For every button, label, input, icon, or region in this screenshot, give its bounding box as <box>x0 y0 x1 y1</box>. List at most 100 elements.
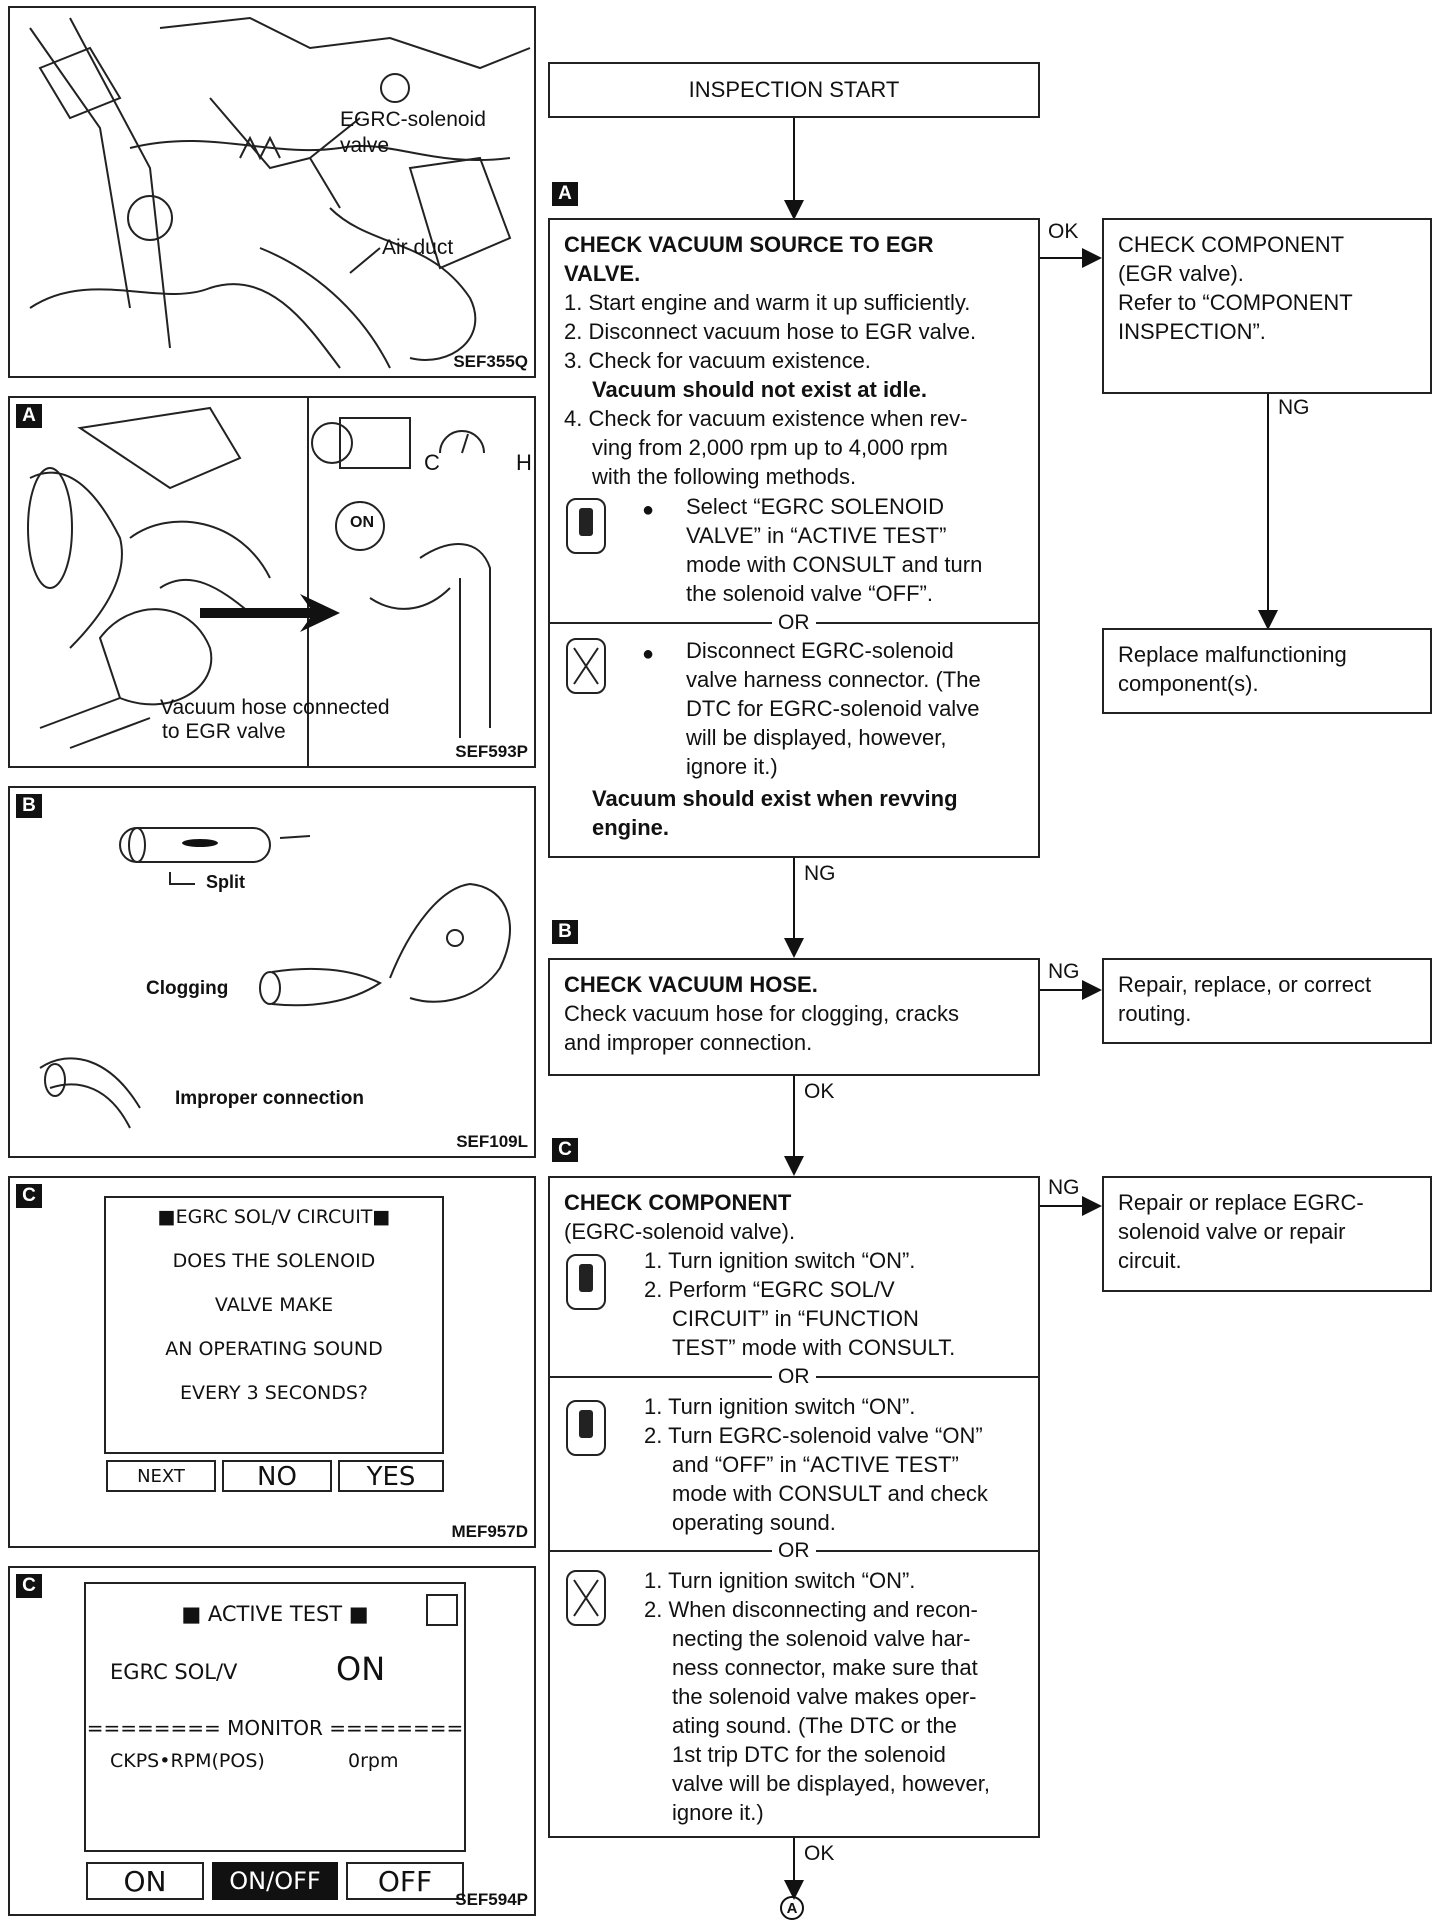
or-label: OR <box>772 1362 816 1391</box>
step-tag-c: C <box>16 1574 42 1598</box>
onoff-button[interactable]: ON/OFF <box>212 1862 338 1900</box>
step-a-item: 1. Start engine and warm it up sufficien… <box>564 290 971 315</box>
no-button[interactable]: NO <box>222 1460 332 1492</box>
method3-step: ignore it.) <box>672 1800 764 1825</box>
figure-code: SEF355Q <box>453 352 528 371</box>
step-b-title: CHECK VACUUM HOSE. <box>564 972 818 997</box>
screen-title: ACTIVE TEST <box>207 1602 343 1626</box>
connector-a-circle: A <box>780 1896 804 1920</box>
yes-button[interactable]: YES <box>338 1460 444 1492</box>
step-tag-c: C <box>552 1138 578 1162</box>
step-c-title: CHECK COMPONENT <box>564 1190 792 1215</box>
replace-component-box: Replace malfunctioning component(s). <box>1102 628 1432 714</box>
engine-drawing <box>29 16 531 369</box>
consult-step: the solenoid valve “OFF”. <box>686 581 933 606</box>
step-c-box: CHECK COMPONENT (EGRC-solenoid valve). 1… <box>548 1176 1040 1838</box>
method1-step: CIRCUIT” in “FUNCTION <box>672 1306 919 1331</box>
method1-step: 1. Turn ignition switch “ON”. <box>644 1248 916 1273</box>
consult-screen: ■ ACTIVE TEST ■ EGRC SOL/V ON ======== M… <box>84 1582 466 1852</box>
gauge-c-label: C <box>424 450 440 475</box>
ng-label: NG <box>1048 960 1080 983</box>
no-consult-step: Disconnect EGRC-solenoid <box>686 638 954 663</box>
comp-line: INSPECTION”. <box>1118 319 1266 344</box>
test-item-label: EGRC SOL/V <box>110 1660 238 1684</box>
comp-line: Refer to “COMPONENT <box>1118 290 1353 315</box>
repair-line: Repair, replace, or correct <box>1118 972 1372 997</box>
checkbox-icon[interactable] <box>426 1594 458 1626</box>
figure-code: MEF957D <box>451 1522 528 1541</box>
method3-step: 1. Turn ignition switch “ON”. <box>644 1568 916 1593</box>
step-a-item: 2. Disconnect vacuum hose to EGR valve. <box>564 319 977 344</box>
step-b-body: and improper connection. <box>564 1030 813 1055</box>
step-c-sub: (EGRC-solenoid valve). <box>564 1219 796 1244</box>
step-a-item: with the following methods. <box>592 464 857 489</box>
or-label: OR <box>772 608 816 637</box>
consult-icon <box>566 1400 606 1456</box>
figure-hose-defects: B Split Clogging Improper connection SEF… <box>8 786 536 1158</box>
no-consult-step: will be displayed, however, <box>686 725 947 750</box>
ignition-on-label: ON <box>350 514 374 531</box>
or-label: OR <box>772 1536 816 1565</box>
consult-icon <box>566 1254 606 1310</box>
step-tag-b: B <box>552 920 578 944</box>
figure-egrc-location: EGRC-solenoid valve Air duct SEF355Q <box>8 6 536 378</box>
label-air-duct: Air duct <box>382 236 454 259</box>
check-component-egr-box: CHECK COMPONENT (EGR valve). Refer to “C… <box>1102 218 1432 394</box>
step-tag-c: C <box>16 1184 42 1208</box>
no-consult-step: valve harness connector. (The <box>686 667 981 692</box>
figure-code: SEF594P <box>455 1890 528 1909</box>
screen-line: VALVE MAKE <box>214 1294 334 1316</box>
hose-defects-drawing <box>39 827 511 1129</box>
repair-line: routing. <box>1118 1001 1192 1026</box>
repair-solenoid-box: Repair or replace EGRC- solenoid valve o… <box>1102 1176 1432 1292</box>
step-a-item: 3. Check for vacuum existence. <box>564 348 871 373</box>
comp-line: CHECK COMPONENT <box>1118 232 1345 257</box>
step-tag-b: B <box>16 794 42 818</box>
method3-step: valve will be displayed, however, <box>672 1771 990 1796</box>
step-a-box: CHECK VACUUM SOURCE TO EGR VALVE. 1. Sta… <box>548 218 1040 858</box>
figure-code: SEF109L <box>456 1132 528 1151</box>
off-button[interactable]: OFF <box>346 1862 464 1900</box>
step-tag-a: A <box>552 182 578 206</box>
comp-line: (EGR valve). <box>1118 261 1244 286</box>
ng-label: NG <box>1048 1176 1080 1199</box>
step-a-note-revving: Vacuum should exist when revving <box>592 786 958 811</box>
method2-step: 1. Turn ignition switch “ON”. <box>644 1394 916 1419</box>
next-button[interactable]: NEXT <box>106 1460 216 1492</box>
replace-line: Replace malfunctioning <box>1118 642 1347 667</box>
step-a-note-idle: Vacuum should not exist at idle. <box>592 377 927 402</box>
no-consult-icon <box>566 638 606 694</box>
on-button[interactable]: ON <box>86 1862 204 1900</box>
step-tag-a: A <box>16 404 42 428</box>
screen-line: AN OPERATING SOUND <box>165 1338 383 1360</box>
method3-step: the solenoid valve makes oper- <box>672 1684 977 1709</box>
vacuum-hose-drawing <box>27 398 491 766</box>
no-consult-icon <box>566 1570 606 1626</box>
label-vacuum-hose-connected: Vacuum hose connected <box>160 696 390 719</box>
figure-code: SEF593P <box>455 742 528 761</box>
screen-line: DOES THE SOLENOID <box>172 1250 376 1272</box>
consult-screen: ■EGRC SOL/V CIRCUIT■ DOES THE SOLENOID V… <box>104 1196 444 1454</box>
method1-step: 2. Perform “EGRC SOL/V <box>644 1277 895 1302</box>
consult-step: mode with CONSULT and turn <box>686 552 983 577</box>
inspection-start-label: INSPECTION START <box>688 77 900 102</box>
ok-label: OK <box>804 1080 835 1103</box>
repair-line: solenoid valve or repair <box>1118 1219 1346 1244</box>
method3-step: ness connector, make sure that <box>672 1655 978 1680</box>
method2-step: and “OFF” in “ACTIVE TEST” <box>672 1452 959 1477</box>
label-clogging: Clogging <box>146 978 229 999</box>
step-a-item: 4. Check for vacuum existence when rev- <box>564 406 968 431</box>
gauge-h-label: H <box>516 450 532 475</box>
consult-step: VALVE” in “ACTIVE TEST” <box>686 523 947 548</box>
screen-line: EVERY 3 SECONDS? <box>179 1382 369 1404</box>
consult-step: Select “EGRC SOLENOID <box>686 494 944 519</box>
repair-line: circuit. <box>1118 1248 1182 1273</box>
method2-step: 2. Turn EGRC-solenoid valve “ON” <box>644 1423 983 1448</box>
label-improper-connection: Improper connection <box>175 1088 364 1109</box>
step-b-body: Check vacuum hose for clogging, cracks <box>564 1001 959 1026</box>
ng-label: NG <box>804 862 836 885</box>
label-to-egr-valve: to EGR valve <box>162 720 286 743</box>
step-a-note-revving: engine. <box>592 815 670 840</box>
consult-icon <box>566 498 606 554</box>
figure-active-test-screen: C ■ ACTIVE TEST ■ EGRC SOL/V ON ========… <box>8 1566 536 1916</box>
